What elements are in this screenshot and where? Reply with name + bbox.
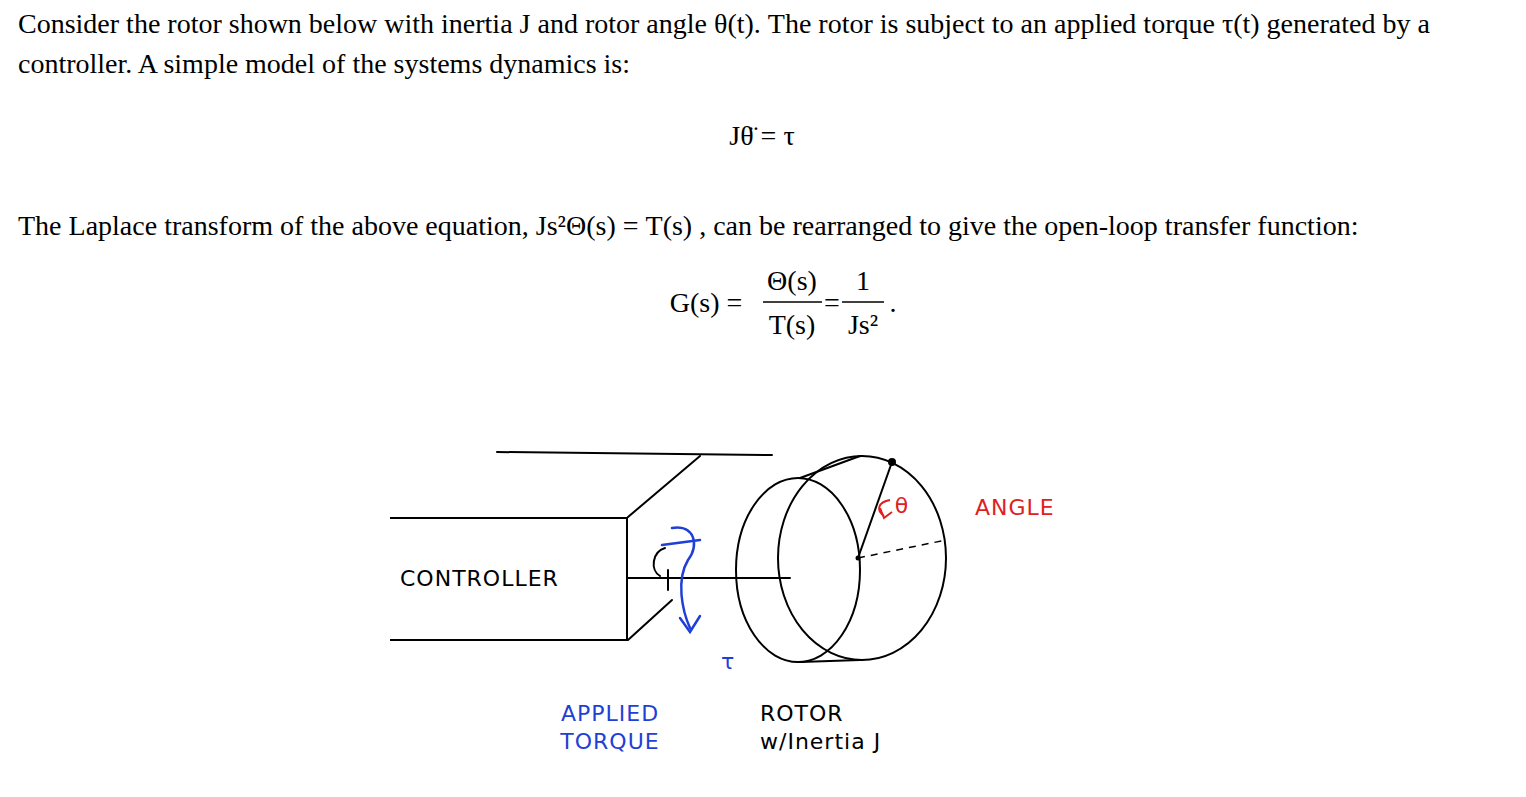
equation-term: Θ(s) <box>767 261 817 301</box>
torque-arrow <box>662 528 700 632</box>
controller-housing <box>497 452 772 640</box>
torque-symbol: τ <box>721 648 735 676</box>
angle-symbol: θ <box>895 492 909 520</box>
fraction-bar <box>842 301 884 303</box>
part-label: ANGLE <box>975 494 1055 522</box>
equation-term: G(s) = <box>670 283 743 323</box>
problem-text: Consider the rotor shown below with iner… <box>18 4 1518 84</box>
equation-term: 1 <box>856 261 870 301</box>
rotor-disc <box>736 456 946 662</box>
angle-indicator <box>856 458 947 561</box>
equation-term: Js² <box>848 305 878 345</box>
shaft <box>628 548 790 590</box>
fraction-bar <box>763 301 822 303</box>
part-label: APPLIED TORQUE <box>535 700 685 756</box>
equation: Jθ̈ = τ <box>729 116 794 156</box>
equation-term: T(s) <box>769 305 816 345</box>
controller-box: CONTROLLER <box>390 517 628 641</box>
equation-term: = <box>824 283 840 323</box>
part-label: ROTOR w/Inertia J <box>760 700 920 756</box>
equation-term: . <box>890 283 897 323</box>
box-label: CONTROLLER <box>400 565 559 593</box>
problem-text: The Laplace transform of the above equat… <box>18 206 1518 246</box>
